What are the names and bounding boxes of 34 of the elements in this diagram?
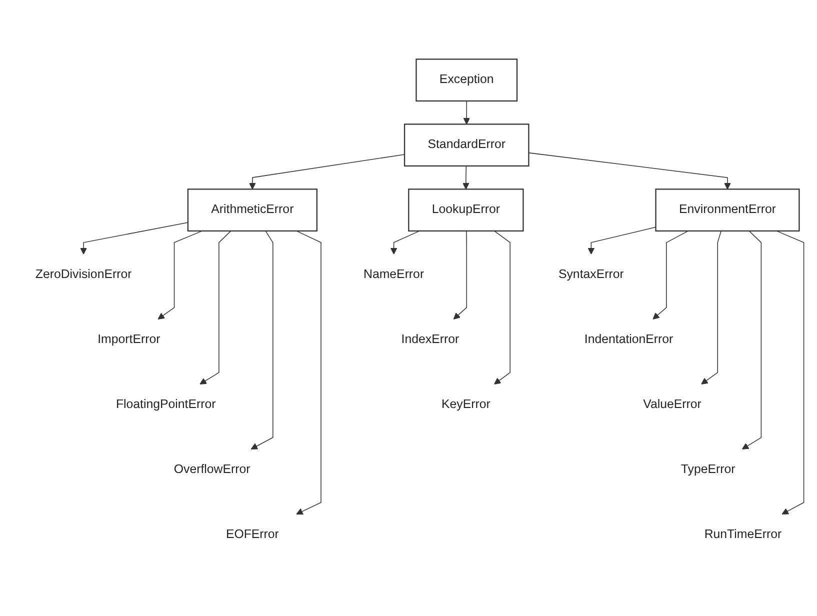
node-box: ArithmeticError bbox=[187, 189, 318, 232]
arrow bbox=[250, 231, 274, 450]
node-box: LookupError bbox=[408, 189, 524, 232]
node-text: IndentationError bbox=[584, 334, 674, 347]
node-text: NameError bbox=[364, 268, 424, 282]
arrow bbox=[249, 154, 405, 190]
arrow bbox=[494, 231, 510, 385]
node-text: IndexError bbox=[401, 334, 460, 347]
arrow bbox=[462, 166, 470, 190]
arrow bbox=[652, 231, 689, 320]
node-text: ValueError bbox=[643, 398, 702, 412]
arrow bbox=[528, 152, 731, 190]
arrow bbox=[200, 231, 232, 385]
arrow bbox=[296, 231, 322, 516]
arrow bbox=[463, 101, 470, 125]
node-text: SyntaxError bbox=[558, 268, 624, 282]
node-box: Exception bbox=[416, 59, 518, 102]
node-box: StandardError bbox=[404, 124, 530, 167]
node-text: EOFError bbox=[226, 528, 279, 542]
node-text: TypeError bbox=[680, 464, 736, 477]
arrow bbox=[776, 231, 804, 515]
arrow bbox=[742, 231, 762, 450]
node-text: FloatingPointError bbox=[116, 398, 216, 412]
arrow bbox=[390, 231, 420, 255]
node-text: OverflowError bbox=[174, 464, 250, 477]
node-text: RunTimeError bbox=[704, 528, 782, 542]
arrow bbox=[80, 222, 188, 255]
node-text: ImportError bbox=[98, 334, 160, 347]
arrow bbox=[453, 231, 467, 320]
arrow bbox=[588, 227, 656, 255]
node-text: KeyError bbox=[442, 398, 490, 412]
node-text: ZeroDivisionError bbox=[35, 268, 132, 282]
node-box: EnvironmentError bbox=[655, 189, 800, 232]
arrow bbox=[701, 231, 722, 385]
